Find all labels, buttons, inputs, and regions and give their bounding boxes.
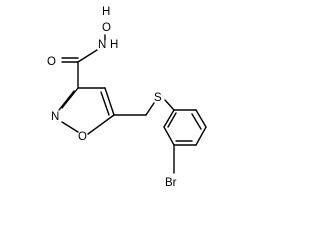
bond-n-carbonyl-c bbox=[77, 49, 98, 63]
bond-aryl-2-double bbox=[191, 113, 202, 130]
bonds bbox=[58, 34, 207, 174]
atom-o-ring: O bbox=[78, 131, 87, 143]
bond-aryl-3 bbox=[195, 126, 207, 146]
atom-br: Br bbox=[165, 177, 177, 189]
bond-c3-n-double bbox=[58, 90, 75, 111]
atom-labels: H O H N O N O S Br bbox=[47, 6, 177, 189]
atom-n-ring: N bbox=[51, 111, 59, 123]
bond-aryl-6 bbox=[163, 109, 175, 128]
bond-c4-c5 bbox=[104, 87, 115, 116]
bond-s-aryl bbox=[164, 99, 175, 111]
bond-aryl-6-double bbox=[167, 112, 177, 128]
bond-ch2-s bbox=[145, 102, 155, 116]
bond-aryl-2 bbox=[195, 109, 207, 128]
atom-o-carbonyl: O bbox=[47, 56, 56, 68]
bond-c4-c5-double bbox=[100, 91, 110, 116]
bond-n-o-ring bbox=[61, 121, 79, 133]
atom-h-on-n: H bbox=[110, 39, 118, 51]
bond-aryl-5 bbox=[163, 126, 175, 146]
bond-o-c5-ring bbox=[87, 114, 115, 135]
atom-o-hydroxyl: O bbox=[102, 22, 111, 34]
atom-h-on-o: H bbox=[102, 6, 110, 18]
atom-s: S bbox=[154, 92, 162, 104]
structure-drawing: H O H N O N O S Br bbox=[47, 6, 207, 189]
bond-c3-n bbox=[61, 87, 79, 109]
atom-n-amide: N bbox=[98, 39, 106, 51]
